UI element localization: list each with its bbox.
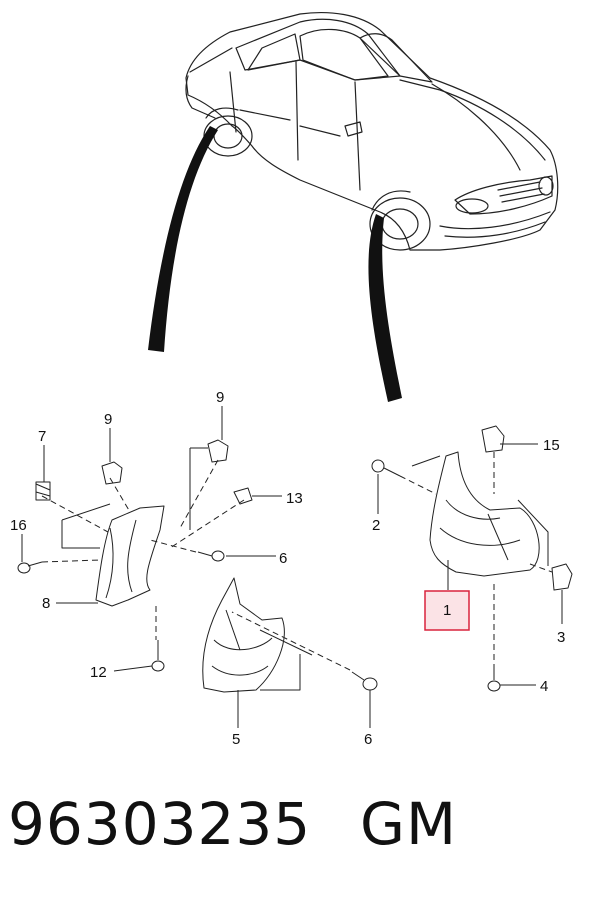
- car-illustration: [185, 11, 559, 251]
- callout-6-upper: 6: [279, 550, 287, 567]
- part-number: 96303235: [8, 790, 312, 858]
- callout-3: 3: [557, 629, 565, 646]
- callout-15: 15: [543, 437, 560, 454]
- callout-2: 2: [372, 517, 380, 534]
- front-mudguard-assembly: [371, 425, 573, 692]
- location-pointers: [148, 126, 402, 402]
- callout-4: 4: [540, 678, 548, 695]
- front-leader-lines: [377, 443, 563, 686]
- callout-7: 7: [38, 428, 46, 445]
- mudflap-part: [202, 577, 285, 693]
- nut-part-13: [233, 487, 253, 505]
- clip-part-15: [481, 425, 505, 453]
- callout-12: 12: [90, 664, 107, 681]
- clip-part-3: [551, 563, 573, 591]
- screw-part-16: [17, 562, 31, 574]
- footer: 96303235 GM: [0, 790, 600, 880]
- callout-labels: 7 9 9 13 16 6 8 12 5 6 15 2 1 3 4: [10, 389, 565, 748]
- clip-part-9-left: [101, 461, 123, 485]
- screw-part-4: [487, 680, 501, 692]
- screw-part-6-lower: [362, 677, 378, 691]
- rear-wheel-pointer: [148, 126, 218, 352]
- callout-9-right: 9: [216, 389, 224, 406]
- callout-13: 13: [286, 490, 303, 507]
- front-wheel-pointer: [368, 214, 402, 402]
- screw-part-6-upper: [211, 550, 225, 562]
- callout-9-left: 9: [104, 411, 112, 428]
- clip-part-9-right: [207, 439, 229, 463]
- part-1-highlight-box: [424, 590, 470, 631]
- mudflap-bracket-part: [95, 505, 165, 607]
- callout-6-lower: 6: [364, 731, 372, 748]
- screw-part-2: [371, 459, 385, 473]
- rear-mudguard-assembly: [17, 439, 378, 693]
- rear-leader-lines: [21, 406, 371, 728]
- screw-part-12: [151, 660, 165, 672]
- callout-1: 1: [443, 602, 451, 619]
- callout-8: 8: [42, 595, 50, 612]
- callout-16: 16: [10, 517, 27, 534]
- brand-label: GM: [360, 790, 457, 858]
- callout-5: 5: [232, 731, 240, 748]
- front-mudflap-part: [429, 451, 540, 577]
